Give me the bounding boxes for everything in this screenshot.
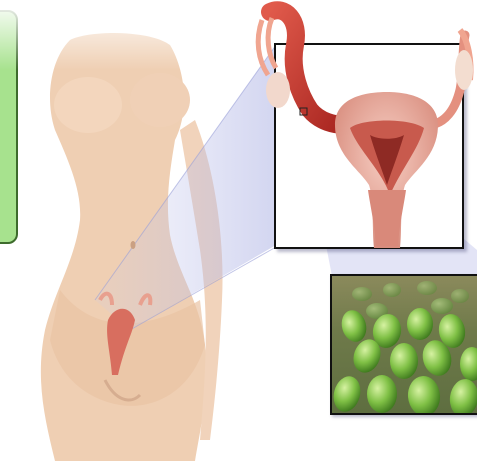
bacterium [338,307,369,344]
bacteria-micrograph-panel [330,274,477,415]
bacterium [447,377,477,415]
bacterium [460,347,477,381]
bacteria-cluster [332,276,477,415]
ovary-left [266,72,290,108]
bacterium [332,373,364,415]
navel [131,241,136,249]
bacterium [367,375,397,413]
bacterium [406,375,441,415]
uterus-illustration [250,0,477,250]
fimbriae-left [258,18,276,75]
bacterium [407,308,433,340]
ovary-right [455,50,473,90]
bacterium [390,343,418,379]
